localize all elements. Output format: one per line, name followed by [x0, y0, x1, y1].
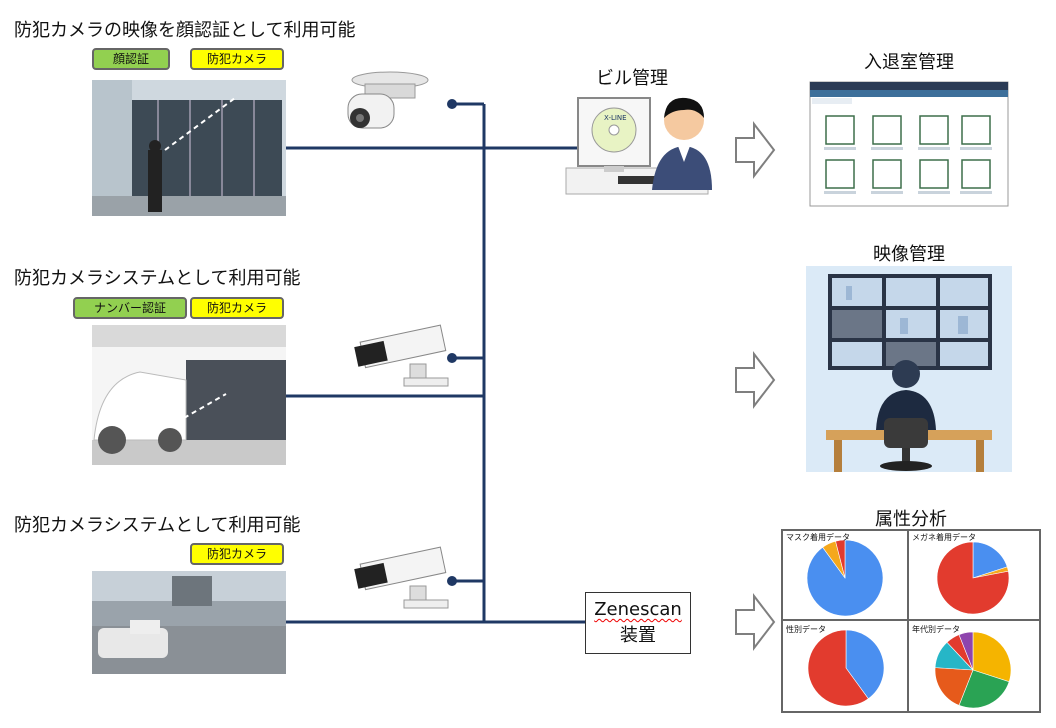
- menu-tile-icon: [825, 159, 855, 189]
- menu-tile-icon: [961, 159, 991, 189]
- glasses-data-title: メガネ着用データ: [912, 533, 976, 542]
- svg-text:X-LINE: X-LINE: [604, 114, 627, 122]
- bullet-camera-icon: [354, 546, 449, 609]
- menu-tile-icon: [872, 115, 902, 145]
- right-arrow-icon: [735, 351, 776, 409]
- security-camera-tag: 防犯カメラ: [190, 48, 284, 70]
- entrance-photo: [92, 80, 286, 216]
- device-label: 装置: [620, 625, 656, 646]
- right-arrow-icon: [735, 593, 776, 651]
- pie-slice: [934, 667, 974, 706]
- video-management-heading: 映像管理: [873, 244, 945, 265]
- security-camera-tag: 防犯カメラ: [190, 543, 284, 565]
- menu-tile-icon: [919, 159, 949, 189]
- street-photo: [92, 571, 286, 674]
- pie-slice: [972, 541, 1008, 579]
- pie-slice: [807, 629, 869, 707]
- access-control-heading: 入退室管理: [864, 52, 954, 73]
- plate-recognition-tag: ナンバー認証: [73, 297, 187, 319]
- zenescan-device-box: Zenescan 装置: [585, 592, 691, 654]
- row3-heading: 防犯カメラシステムとして利用可能: [14, 515, 301, 536]
- junction-dot: [447, 353, 457, 363]
- row1-heading: 防犯カメラの映像を顔認証として利用可能: [14, 20, 356, 41]
- pie-slice: [936, 541, 1010, 615]
- building-admin-illustration: X-LINE: [565, 97, 712, 195]
- pie-slice: [972, 631, 1012, 683]
- menu-tile-icon: [872, 159, 902, 189]
- pie-slice: [835, 539, 846, 579]
- pie-slice: [845, 629, 885, 700]
- mask-data-title: マスク着用データ: [786, 533, 850, 542]
- video-monitoring-illustration: [806, 266, 1012, 472]
- junction-dot: [447, 99, 457, 109]
- garage-photo: [92, 325, 286, 465]
- dome-camera-icon: [347, 71, 429, 129]
- junction-dot: [447, 576, 457, 586]
- right-arrow-icon: [735, 121, 776, 179]
- security-camera-tag: 防犯カメラ: [190, 297, 284, 319]
- row2-heading: 防犯カメラシステムとして利用可能: [14, 268, 301, 289]
- zenescan-label: Zenescan: [594, 599, 682, 620]
- menu-tile-icon: [961, 115, 991, 145]
- pie-slice: [958, 631, 974, 671]
- bullet-camera-icon: [354, 324, 449, 387]
- attribute-analysis-heading: 属性分析: [875, 509, 947, 530]
- gender-data-title: 性別データ: [786, 625, 826, 634]
- pie-slice: [958, 669, 1010, 709]
- menu-tile-icon: [825, 115, 855, 145]
- face-recognition-tag: 顔認証: [92, 48, 170, 70]
- age-data-title: 年代別データ: [912, 625, 960, 634]
- building-management-label: ビル管理: [596, 68, 668, 89]
- menu-tile-icon: [919, 115, 949, 145]
